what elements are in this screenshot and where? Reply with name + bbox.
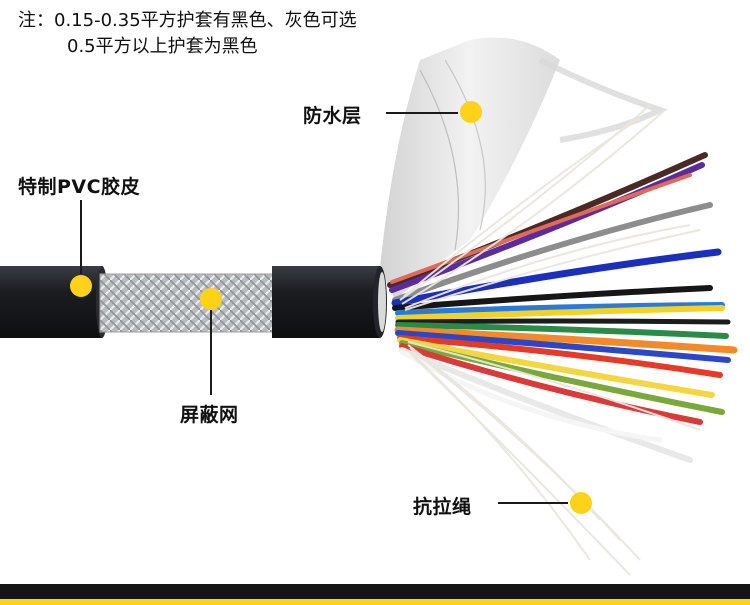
- marker-dot-shield: [200, 288, 222, 310]
- label-shield: 屏蔽网: [180, 400, 239, 427]
- label-pvc-jacket: 特制PVC胶皮: [18, 172, 140, 199]
- label-waterproof: 防水层: [303, 101, 362, 128]
- marker-dot-waterproof: [460, 101, 482, 123]
- bottom-bar: [0, 584, 750, 605]
- leader-line-shield: [210, 310, 212, 395]
- leader-line-waterproof: [386, 112, 458, 114]
- marker-dot-pvc-jacket: [70, 275, 92, 297]
- label-rope: 抗拉绳: [413, 492, 472, 519]
- shield-braid: [100, 274, 274, 332]
- note-line-1: 注：0.15-0.35平方护套有黑色、灰色可选: [18, 10, 357, 31]
- bottom-accent-stripe: [0, 599, 750, 605]
- leader-line-rope: [498, 502, 568, 504]
- pvc-jacket-right: [272, 266, 380, 338]
- leader-line-pvc-jacket: [80, 200, 82, 274]
- note-line-2: 0.5平方以上护套为黑色: [18, 34, 357, 60]
- note-text: 注：0.15-0.35平方护套有黑色、灰色可选 0.5平方以上护套为黑色: [18, 8, 357, 60]
- marker-dot-rope: [570, 492, 592, 514]
